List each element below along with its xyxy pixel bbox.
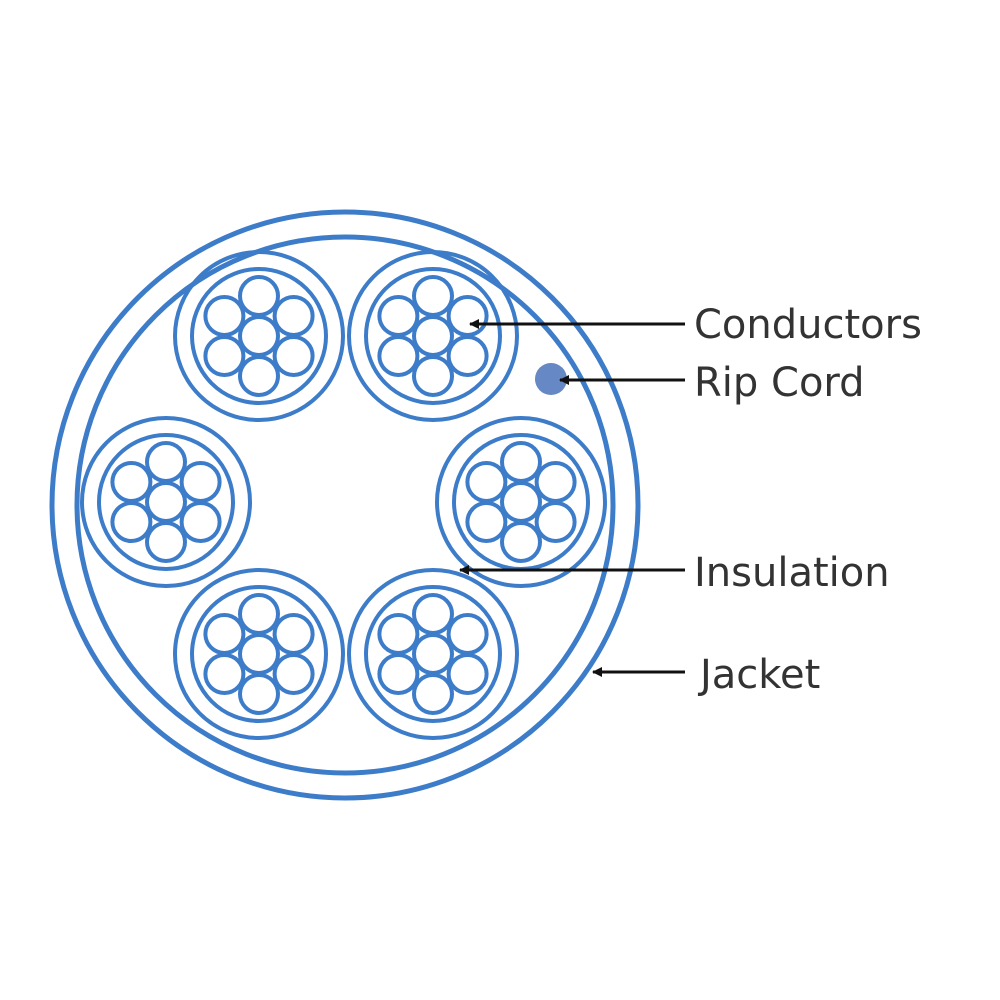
conductor-insulation: [173, 568, 345, 740]
conductor-strand: [203, 613, 246, 655]
conductor-strand: [203, 653, 246, 695]
conductor-strand: [412, 673, 454, 715]
conductor-strand: [203, 335, 246, 377]
conductor-strand: [534, 501, 577, 543]
conductor-strand: [446, 295, 489, 337]
conductor-strand: [238, 673, 280, 715]
insulated-conductor: [80, 416, 252, 588]
cable: [49, 209, 641, 801]
conductor-strand: [238, 275, 280, 317]
insulated-conductor: [347, 568, 519, 740]
conductor-shield: [97, 433, 235, 571]
conductor-strand: [446, 653, 489, 695]
conductor-strand: [238, 315, 280, 357]
conductor-strand: [500, 521, 542, 563]
conductor-strand: [110, 501, 153, 543]
insulated-conductors: [80, 250, 607, 740]
conductor-strand: [272, 295, 315, 337]
conductor-strand: [179, 461, 222, 503]
conductor-strand: [238, 593, 280, 635]
conductor-shield: [190, 267, 328, 405]
conductor-strand: [500, 481, 542, 523]
insulated-conductor: [173, 250, 345, 422]
conductor-strand: [446, 613, 489, 655]
insulated-conductor: [435, 416, 607, 588]
conductor-strand: [412, 275, 454, 317]
insulated-conductor: [173, 568, 345, 740]
conductor-insulation: [435, 416, 607, 588]
conductor-strand: [238, 633, 280, 675]
conductor-strand: [412, 355, 454, 397]
conductor-insulation: [173, 250, 345, 422]
conductor-strand: [446, 335, 489, 377]
conductor-insulation: [80, 416, 252, 588]
conductor-strand: [238, 355, 280, 397]
conductor-strand: [377, 295, 420, 337]
conductor-strand: [412, 593, 454, 635]
jacket-label: Jacket: [697, 652, 820, 698]
conductor-strand: [145, 481, 187, 523]
conductor-shield: [452, 433, 590, 571]
conductor-strand: [145, 521, 187, 563]
conductor-strand: [534, 461, 577, 503]
rip-cord-label: Rip Cord: [694, 360, 865, 406]
conductor-shield: [364, 585, 502, 723]
insulation-label: Insulation: [694, 550, 890, 596]
conductor-strand: [377, 653, 420, 695]
conductor-strand: [203, 295, 246, 337]
conductor-strand: [272, 653, 315, 695]
conductor-strand: [465, 461, 508, 503]
conductor-strand: [179, 501, 222, 543]
conductor-strand: [272, 335, 315, 377]
jacket-outer: [49, 209, 641, 801]
conductor-strand: [145, 441, 187, 483]
conductor-strand: [110, 461, 153, 503]
conductors-label: Conductors: [694, 302, 922, 348]
conductor-shield: [190, 585, 328, 723]
conductor-strand: [272, 613, 315, 655]
conductor-insulation: [347, 250, 519, 422]
conductor-strand: [412, 315, 454, 357]
conductor-insulation: [347, 568, 519, 740]
conductor-strand: [412, 633, 454, 675]
conductor-strand: [500, 441, 542, 483]
conductor-strand: [377, 613, 420, 655]
callouts: Conductors Rip Cord Insulation Jacket: [459, 302, 922, 698]
conductor-strand: [377, 335, 420, 377]
conductor-shield: [364, 267, 502, 405]
conductor-strand: [465, 501, 508, 543]
jacket-inner: [74, 234, 616, 776]
rip-cord: [535, 363, 567, 395]
insulated-conductor: [347, 250, 519, 422]
